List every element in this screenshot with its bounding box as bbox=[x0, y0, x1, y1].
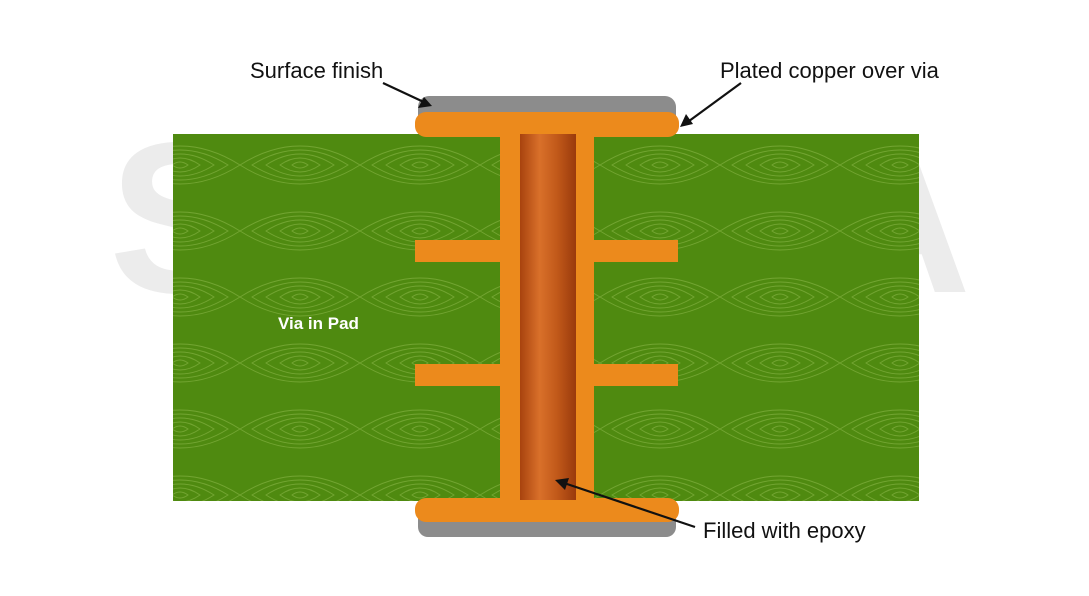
arrowhead-surface-finish bbox=[418, 97, 432, 108]
arrow-plated-copper bbox=[684, 82, 742, 125]
epoxy-fill bbox=[520, 134, 576, 500]
arrowhead-filled-epoxy bbox=[555, 478, 569, 490]
copper-pad-top bbox=[415, 112, 679, 137]
filled-epoxy-label: Filled with epoxy bbox=[703, 518, 866, 543]
arrow-surface-finish bbox=[382, 82, 429, 105]
arrowhead-plated-copper bbox=[680, 114, 693, 127]
copper-pad-bottom bbox=[415, 498, 679, 522]
surface-finish-label: Surface finish bbox=[250, 58, 384, 83]
plated-copper-label: Plated copper over via bbox=[720, 58, 939, 83]
arrow-filled-epoxy bbox=[560, 480, 696, 529]
via-in-pad-label: Via in Pad bbox=[278, 314, 359, 333]
